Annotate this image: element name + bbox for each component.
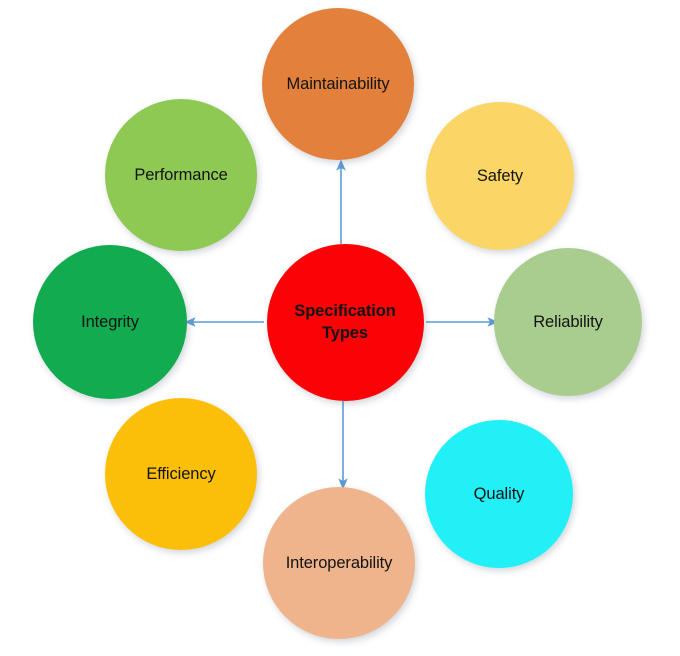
node-integrity[interactable]: Integrity (33, 245, 187, 399)
node-efficiency[interactable]: Efficiency (105, 398, 257, 550)
node-label-integrity: Integrity (81, 312, 139, 331)
node-quality[interactable]: Quality (425, 420, 573, 568)
node-label-efficiency: Efficiency (146, 464, 216, 483)
node-safety[interactable]: Safety (426, 102, 574, 250)
center-node-label-line-1: Specification (294, 301, 396, 320)
node-label-safety: Safety (476, 166, 524, 185)
node-maintainability[interactable]: Maintainability (262, 8, 414, 160)
node-reliability[interactable]: Reliability (494, 248, 642, 396)
node-interoperability[interactable]: Interoperability (263, 487, 415, 639)
node-label-quality: Quality (473, 484, 525, 503)
node-label-performance: Performance (134, 165, 228, 184)
node-label-interoperability: Interoperability (285, 553, 393, 572)
center-node-label-line-2: Types (322, 324, 368, 342)
node-label-maintainability: Maintainability (286, 74, 390, 93)
node-label-reliability: Reliability (533, 312, 603, 331)
node-performance[interactable]: Performance (105, 99, 257, 251)
